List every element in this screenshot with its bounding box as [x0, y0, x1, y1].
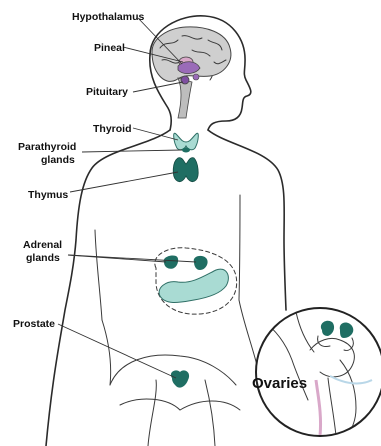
- label-ovaries: Ovaries: [252, 375, 307, 392]
- label-parathyroid-line2: glands: [41, 154, 75, 166]
- label-thyroid: Thyroid: [93, 123, 132, 135]
- label-prostate: Prostate: [13, 318, 55, 330]
- prostate-gland: [171, 370, 189, 387]
- parathyroid-glands: [182, 148, 190, 153]
- pancreas: [159, 269, 228, 302]
- thymus-gland: [173, 158, 198, 182]
- label-pineal: Pineal: [94, 42, 125, 54]
- label-pituitary: Pituitary: [86, 86, 128, 98]
- label-parathyroid-line1: Parathyroid: [18, 141, 76, 153]
- thyroid-gland: [174, 133, 199, 150]
- label-thymus: Thymus: [28, 189, 68, 201]
- adrenal-gland-right: [194, 256, 208, 270]
- label-adrenal-line2: glands: [26, 252, 60, 264]
- pituitary-gland: [181, 76, 189, 84]
- ovaries-inset: [256, 308, 381, 436]
- label-hypothalamus: Hypothalamus: [72, 11, 145, 23]
- abdominal-organs: [155, 248, 237, 314]
- label-adrenal-line1: Adrenal: [23, 239, 62, 251]
- pituitary-stalk: [193, 74, 199, 80]
